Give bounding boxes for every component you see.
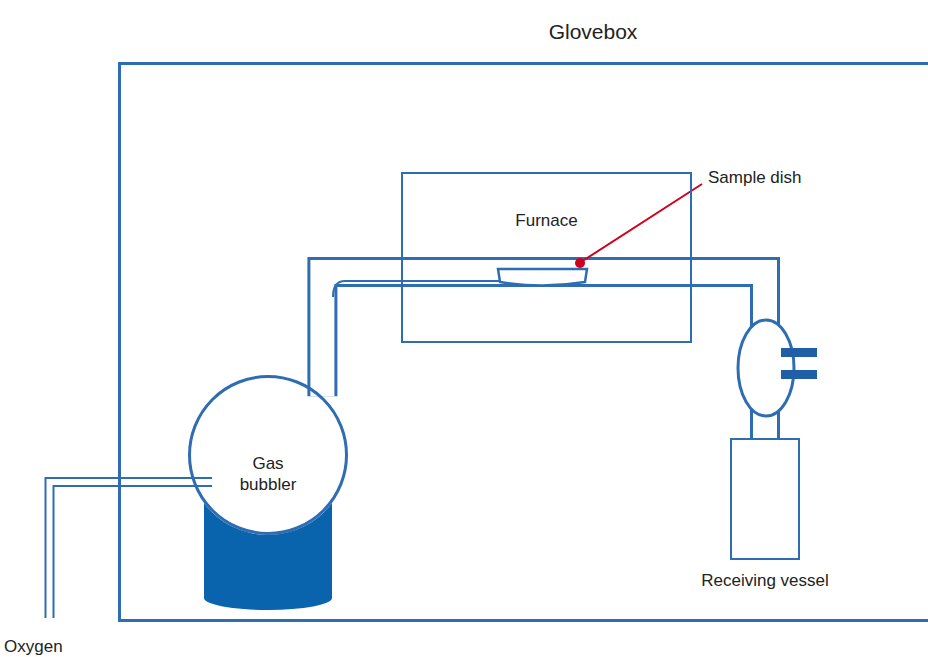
oxygen-pipe: [50, 482, 213, 618]
hot-plate: [204, 503, 332, 610]
furnace-tube-wall: [399, 257, 694, 260]
leader-line: [581, 184, 702, 262]
leader-dot: [575, 258, 585, 268]
sample-dish: [498, 269, 587, 286]
oxygen-pipe-bore: [50, 482, 215, 620]
thermocouple-wire: [333, 281, 500, 297]
node-label: Furnace: [515, 210, 577, 231]
glovebox-frame: GloveboxFurnaceGas bubblerReceiving vess…: [118, 62, 928, 622]
bubbler-flask: Gas bubbler: [188, 375, 348, 535]
callout-label: Sample dish: [708, 168, 802, 188]
furnace-box: Furnace: [401, 172, 692, 343]
valve-body: [738, 320, 794, 416]
node-label: Gas bubbler: [226, 453, 310, 496]
node-label: Receiving vessel: [701, 570, 829, 591]
node-label: Glovebox: [549, 19, 638, 45]
receiving-vessel: Receiving vessel: [730, 438, 800, 560]
inlet-label: Oxygen: [4, 637, 63, 657]
valve-handle: [781, 370, 817, 379]
valve-handle: [781, 348, 817, 357]
